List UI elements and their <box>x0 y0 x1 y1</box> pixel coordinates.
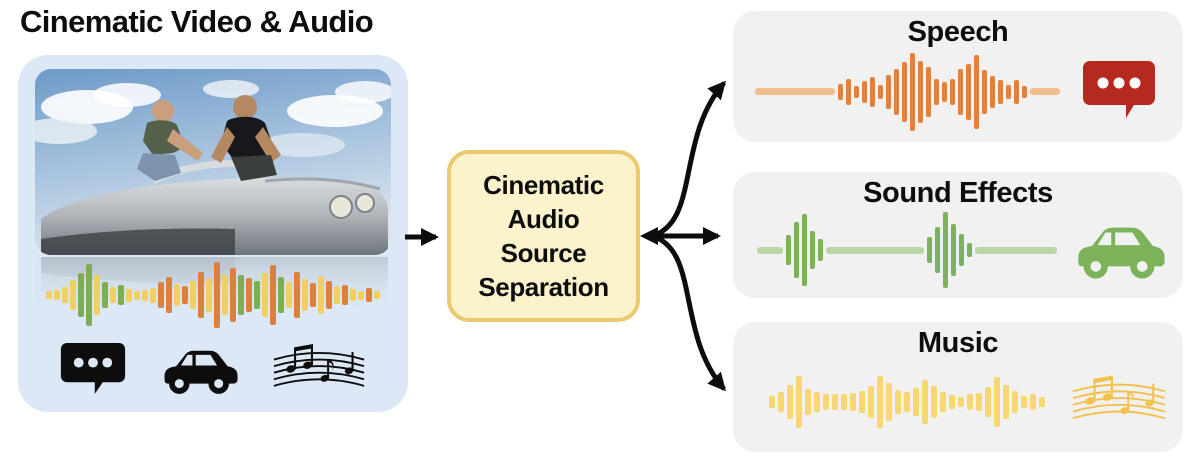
clouds <box>35 80 391 157</box>
arrow-processor-to-speech <box>651 80 726 239</box>
input-panel <box>18 55 408 412</box>
car-icon <box>1070 217 1168 284</box>
mixed-waveform <box>38 241 388 349</box>
figure-left <box>137 100 203 181</box>
input-section-title: Cinematic Video & Audio <box>20 4 374 39</box>
output-panel-music: Music <box>733 322 1183 452</box>
processor-label-line: Separation <box>478 272 609 302</box>
input-source-icons <box>18 335 408 405</box>
arrow-branch-junction <box>640 227 658 245</box>
sound-effects-title: Sound Effects <box>863 177 1053 209</box>
sfx-waveform <box>747 212 1067 288</box>
processor-box: Cinematic Audio Source Separation <box>447 150 640 322</box>
music-notes-icon <box>272 337 366 404</box>
music-waveform <box>747 376 1067 428</box>
movie-still <box>35 69 391 255</box>
speech-title: Speech <box>907 16 1009 48</box>
output-panel-speech: Speech <box>733 11 1183 142</box>
processor-label-line: Cinematic <box>483 170 604 200</box>
music-title: Music <box>917 327 999 359</box>
movie-still-image <box>35 69 391 255</box>
output-panel-sound-effects: Sound Effects <box>733 172 1183 298</box>
processor-label-line: Audio <box>507 204 580 234</box>
music-notes-icon <box>1071 368 1167 437</box>
speech-bubble-icon <box>60 339 126 402</box>
speech-bubble-icon <box>1082 57 1156 126</box>
speech-waveform <box>747 52 1067 131</box>
figure-right <box>211 95 281 181</box>
car-icon <box>158 341 240 400</box>
arrow-processor-to-music <box>651 233 726 392</box>
processor-label-line: Source <box>500 238 587 268</box>
